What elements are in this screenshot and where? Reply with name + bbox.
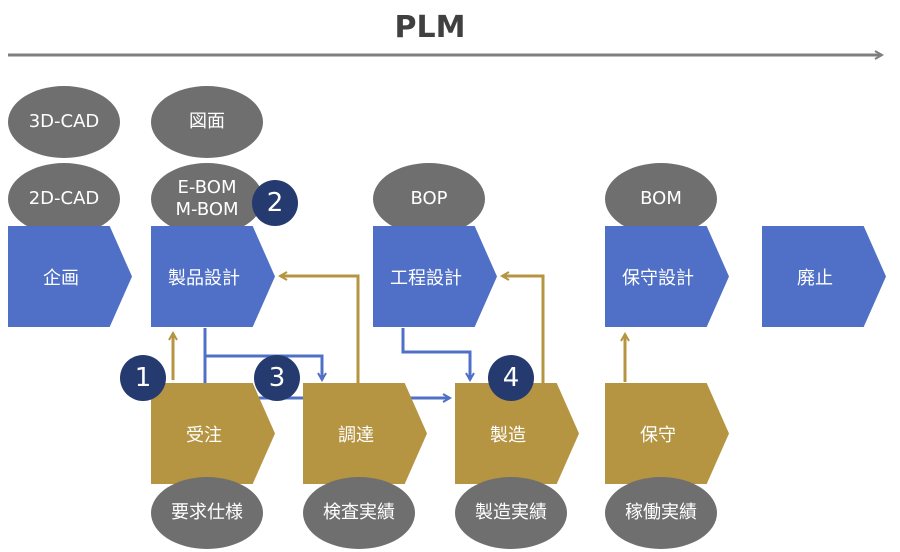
step-manufacturing-label: 製造 [490,424,526,446]
process-to-manufacturing-arrow [401,328,470,380]
step-maintenance-design: 保守設計 [605,226,729,327]
badge-1: 1 [120,355,166,401]
step-planning-label: 企画 [43,267,79,289]
manufacturing-to-process-arrow [502,276,545,385]
procurement-to-design-arrow [280,276,360,385]
step-disposal: 廃止 [762,226,886,327]
step-process-design: 工程設計 [373,226,497,327]
step-procurement: 調達 [303,383,427,484]
operation-records-ellipse: 稼働実績 [605,477,717,549]
step-product-design-label: 製品設計 [168,267,240,289]
badge-4: 4 [488,355,534,401]
inspection-records-ellipse: 検査実績 [303,477,415,549]
bom-ellipse: BOM [605,163,717,235]
step-procurement-label: 調達 [338,424,374,446]
step-maintenance-label: 保守 [640,424,676,446]
step-disposal-label: 廃止 [797,267,833,289]
step-product-design: 製品設計 [151,226,275,327]
bop-ellipse: BOP [373,163,485,235]
manufacturing-records-ellipse: 製造実績 [455,477,567,549]
requirements-ellipse: 要求仕様 [151,477,263,549]
step-planning: 企画 [8,226,132,327]
plm-title: PLM [394,10,466,45]
step-process-design-label: 工程設計 [390,267,462,289]
3d-cad-ellipse: 3D-CAD [8,86,120,158]
badge-2: 2 [252,180,298,226]
2d-cad-ellipse: 2D-CAD [8,163,120,235]
e-bom-m-bom-ellipse: E-BOM M-BOM [151,163,263,235]
design-to-procurement-arrow [203,328,322,380]
step-maintenance-design-label: 保守設計 [622,267,694,289]
step-order: 受注 [151,383,275,484]
badge-3: 3 [254,355,300,401]
drawing-ellipse: 図面 [151,86,263,158]
step-order-label: 受注 [186,424,222,446]
step-maintenance: 保守 [605,383,729,484]
